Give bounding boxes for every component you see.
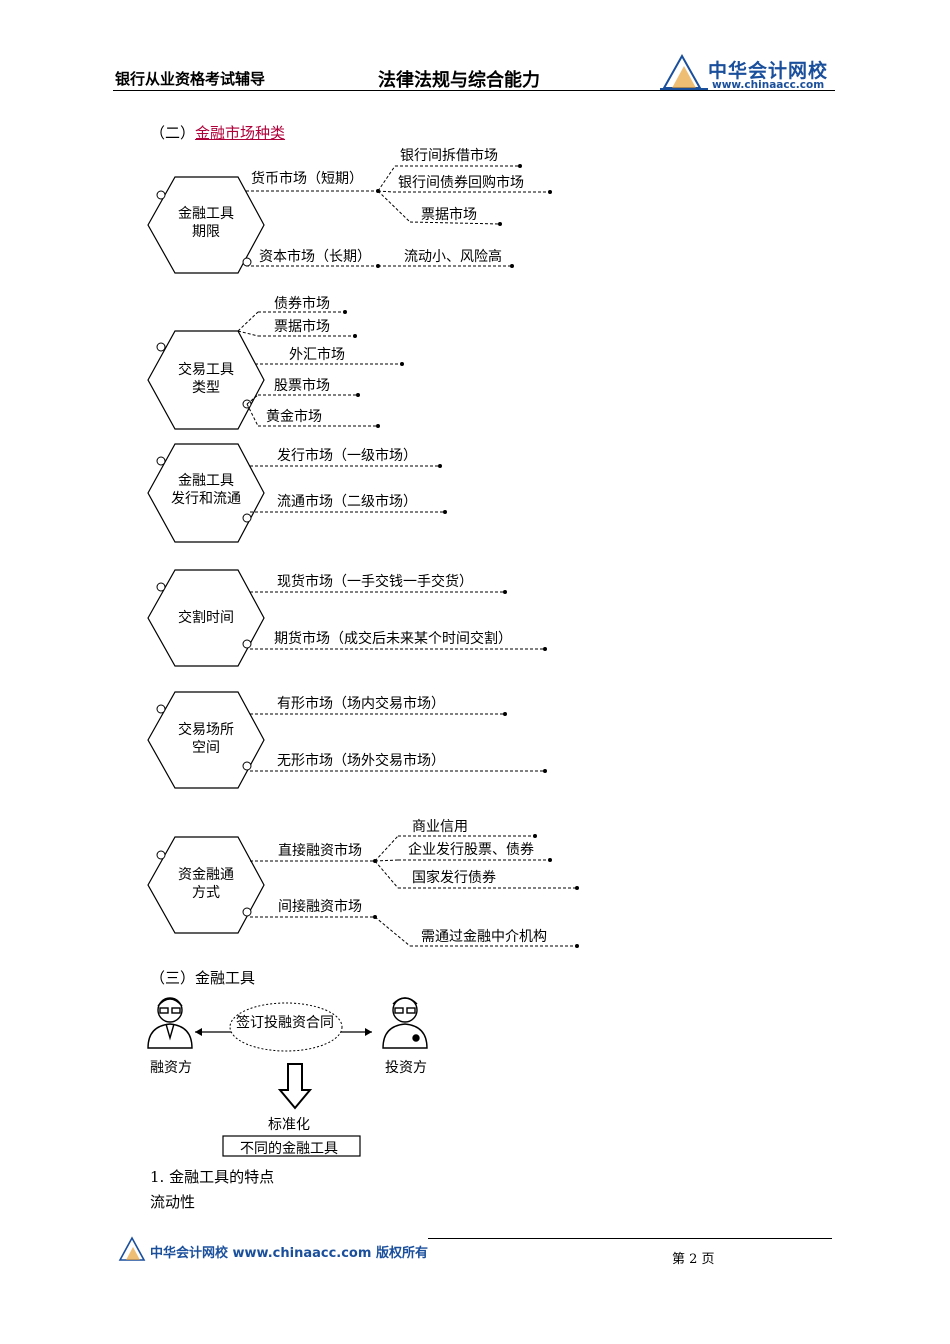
hex-label-line: 方式 [192, 885, 220, 901]
hex-label-line: 交割时间 [178, 610, 234, 626]
hex-label-line: 交易场所 [178, 722, 234, 738]
hex-label-line: 资金融通 [178, 867, 234, 883]
hex-1 [147, 176, 265, 274]
leaf-interbank-repo: 银行间债券回购市场 [398, 175, 524, 191]
footer-copyright: 中华会计网校 www.chinaacc.com 版权所有 [150, 1246, 428, 1261]
hex-label-2: 交易工具 类型 [165, 361, 247, 397]
standardization-label: 标准化 [268, 1117, 310, 1133]
branch-money-market: 货币市场（短期） [251, 171, 363, 187]
hex-label-3: 金融工具 发行和流通 [158, 472, 254, 508]
leaf-capital-note: 流动小、风险高 [404, 249, 502, 265]
leaf-corporate-issue: 企业发行股票、债券 [408, 842, 534, 858]
leaf-otc-market: 无形市场（场外交易市场） [277, 753, 445, 769]
hex-label-line: 金融工具 [178, 206, 234, 222]
header-rule [113, 90, 835, 91]
instrument-box-label: 不同的金融工具 [240, 1141, 338, 1157]
hex-6 [147, 836, 265, 934]
footer-rule [428, 1238, 832, 1239]
hex-label-1: 金融工具 期限 [165, 205, 247, 241]
footer-logo-icon [118, 1236, 146, 1261]
leaf-bill-market: 票据市场 [421, 207, 477, 223]
hex-4 [147, 569, 265, 667]
leaf-government-bond: 国家发行债券 [412, 870, 496, 886]
hex-label-4: 交割时间 [165, 609, 247, 627]
hex-circles [156, 190, 252, 917]
logo-icon [660, 53, 708, 90]
logo-name: 中华会计网校 [708, 60, 829, 82]
connector-lines [237, 164, 579, 948]
leaf-secondary-market: 流通市场（二级市场） [277, 494, 417, 510]
hex-3 [147, 443, 265, 543]
features-heading: 1. 金融工具的特点 [150, 1168, 275, 1186]
leaf-futures-market: 期货市场（成交后未来某个时间交割） [274, 631, 512, 647]
hex-label-5: 交易场所 空间 [165, 721, 247, 757]
hex-label-line: 空间 [192, 740, 220, 756]
logo-url: www.chinaacc.com [712, 79, 825, 91]
leaf-commercial-credit: 商业信用 [412, 819, 468, 835]
leaf-bond-market: 债券市场 [274, 296, 330, 312]
section2-heading: （二）金融市场种类 [150, 122, 285, 143]
leaf-intermediary: 需通过金融中介机构 [421, 929, 547, 945]
section2-title-link[interactable]: 金融市场种类 [195, 124, 286, 142]
section3-heading: （三）金融工具 [150, 969, 256, 987]
branch-indirect-finance: 间接融资市场 [278, 899, 362, 915]
financial-instrument-diagram [147, 997, 428, 1157]
leaf-bill-market-2: 票据市场 [274, 319, 330, 335]
leaf-exchange-market: 有形市场（场内交易市场） [277, 696, 445, 712]
contract-ellipse [229, 1002, 343, 1052]
section2-prefix: （二） [150, 124, 196, 142]
financing-party-label: 融资方 [150, 1060, 192, 1076]
leaf-primary-market: 发行市场（一级市场） [277, 448, 417, 464]
liquidity-text: 流动性 [150, 1193, 196, 1211]
financing-party-icon [147, 997, 193, 1049]
branch-direct-finance: 直接融资市场 [278, 843, 362, 859]
branch-capital-market: 资本市场（长期） [259, 249, 371, 265]
leaf-spot-market: 现货市场（一手交钱一手交货） [277, 574, 473, 590]
hex-label-line: 交易工具 [178, 362, 234, 378]
hex-label-6: 资金融通 方式 [165, 866, 247, 902]
leaf-gold-market: 黄金市场 [266, 409, 322, 425]
leaf-stock-market: 股票市场 [274, 378, 330, 394]
investor-icon [382, 997, 428, 1049]
investor-label: 投资方 [385, 1060, 427, 1076]
hex-2 [147, 330, 265, 430]
hex-label-line: 类型 [192, 380, 220, 396]
down-arrow-icon [277, 1063, 313, 1110]
hex-label-line: 金融工具 [178, 473, 234, 489]
header-left-title: 银行从业资格考试辅导 [115, 70, 266, 88]
page-number: 第 2 页 [672, 1252, 715, 1267]
hexagons [147, 176, 265, 934]
hex-label-line: 期限 [192, 224, 220, 240]
hex-5 [147, 691, 265, 789]
instrument-box [222, 1135, 361, 1157]
leaf-interbank-lending: 银行间拆借市场 [400, 148, 498, 164]
hex-label-line: 发行和流通 [171, 491, 241, 507]
header-center-title: 法律法规与综合能力 [378, 70, 540, 91]
leaf-fx-market: 外汇市场 [289, 347, 345, 363]
contract-label: 签订投融资合同 [236, 1015, 334, 1031]
